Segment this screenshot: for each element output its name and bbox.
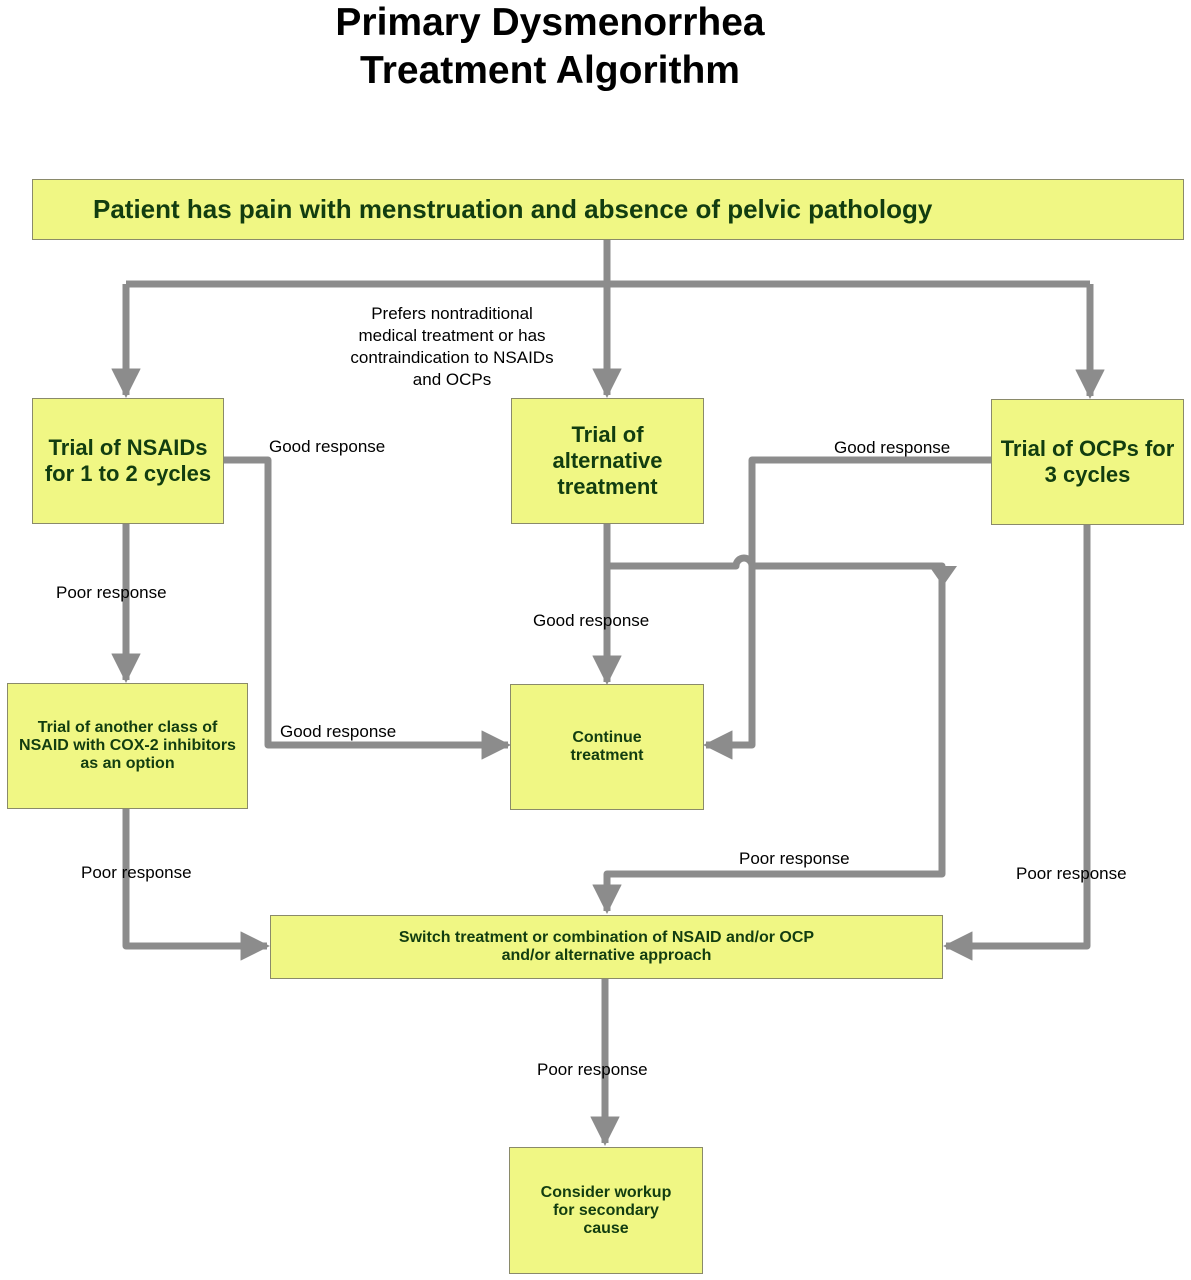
continue-treatment-node: Continue treatment	[510, 684, 704, 810]
nsaids-trial-node: Trial of NSAIDs for 1 to 2 cycles	[32, 398, 224, 524]
label-ocps-poor-response: Poor response	[1016, 864, 1127, 883]
another-nsaid-node: Trial of another class of NSAID with COX…	[7, 683, 248, 809]
arrow-nsaids-good-to-continue	[224, 456, 511, 760]
start-node: Patient has pain with menstruation and a…	[32, 179, 1184, 240]
start-node-label: Patient has pain with menstruation and a…	[93, 194, 933, 224]
another-nsaid-label: Trial of another class of NSAID with COX…	[19, 719, 236, 772]
ocps-trial-node: Trial of OCPs for 3 cycles	[991, 399, 1184, 525]
label-alternative-poor-response: Poor response	[739, 849, 850, 868]
alternative-treatment-label: Trial of alternative treatment	[552, 422, 663, 499]
arrow-ocps-good-to-continue	[703, 456, 992, 760]
arrowhead-alternative-loop	[929, 566, 957, 586]
diagram-title-line1: Primary Dysmenorrhea	[335, 1, 765, 44]
workup-node: Consider workup for secondary cause	[509, 1147, 703, 1274]
continue-treatment-label: Continue treatment	[570, 729, 644, 764]
label-prefers-nontraditional: Prefers nontraditional medical treatment…	[350, 304, 554, 389]
diagram-title-line2: Treatment Algorithm	[360, 49, 740, 92]
alternative-treatment-node: Trial of alternative treatment	[511, 398, 704, 524]
ocps-trial-label: Trial of OCPs for 3 cycles	[1000, 436, 1175, 487]
workup-label: Consider workup for secondary cause	[540, 1183, 672, 1237]
label-alternative-good-response: Good response	[533, 611, 650, 630]
arrow-another-poor-to-switch	[122, 808, 270, 961]
label-another-good-response: Good response	[280, 722, 397, 741]
arrow-ocps-poor-to-switch	[943, 524, 1091, 961]
label-nsaids-poor-response: Poor response	[56, 583, 167, 602]
label-another-poor-response: Poor response	[81, 863, 192, 882]
label-switch-poor-response: Poor response	[537, 1060, 648, 1079]
nsaids-trial-label: Trial of NSAIDs for 1 to 2 cycles	[44, 435, 212, 486]
label-nsaids-good-response: Good response	[269, 437, 386, 456]
switch-treatment-label: Switch treatment or combination of NSAID…	[398, 929, 815, 964]
switch-treatment-node: Switch treatment or combination of NSAID…	[270, 915, 943, 979]
label-ocps-good-response: Good response	[834, 438, 951, 457]
